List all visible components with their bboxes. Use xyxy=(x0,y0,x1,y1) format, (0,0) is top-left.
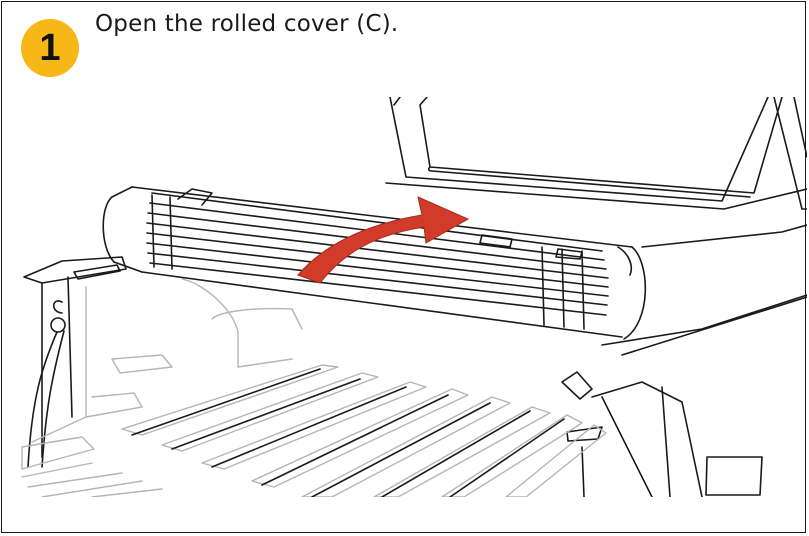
step-instruction: Open the rolled cover (C). xyxy=(95,11,399,37)
left-bed-rail xyxy=(23,256,127,468)
bed-floor-ridges xyxy=(21,278,607,497)
rolled-cover-cylinder xyxy=(102,186,647,340)
bed-floor-ridges-dark xyxy=(131,368,565,497)
step-number: 1 xyxy=(39,26,61,69)
truck-bed-illustration xyxy=(21,97,807,497)
open-direction-arrow xyxy=(297,196,470,284)
right-bed-rail xyxy=(385,182,807,497)
cab-rear-window xyxy=(389,97,807,210)
step-number-badge: 1 xyxy=(21,19,79,77)
